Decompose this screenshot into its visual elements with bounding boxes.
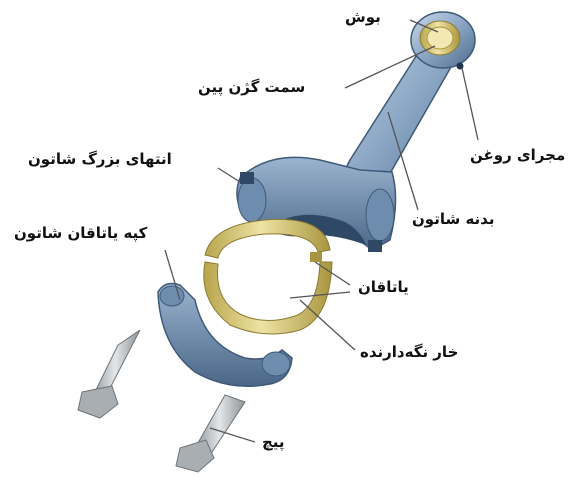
bearing-tang [310, 252, 322, 262]
label-bushing: بوش [345, 10, 381, 25]
bushing-hole [427, 27, 453, 49]
label-oil-passage: مجرای روغن [470, 148, 565, 163]
leader-big-end [218, 168, 240, 182]
big-end-boss-left [238, 178, 266, 222]
bearing-cap [158, 284, 292, 387]
label-bearing: یاتاقان [358, 280, 409, 295]
big-end-bolt-stub-right [368, 240, 382, 252]
label-big-end: انتهای بزرگ شاتون [28, 152, 172, 167]
cap-boss-right [262, 352, 290, 376]
leader-oil-passage [462, 68, 478, 140]
bolt-upper [78, 330, 140, 418]
label-locating-tang: خار نگه‌دارنده [360, 345, 458, 360]
label-bearing-cap: کپه یاتاقان شاتون [14, 226, 147, 241]
label-bolt: پیچ [262, 435, 285, 450]
label-rod-body: بدنه شاتون [412, 212, 494, 227]
cap-boss-left [160, 286, 184, 306]
big-end-boss-right [366, 189, 394, 241]
bearing-shells [204, 219, 332, 334]
bolt-lower [176, 395, 245, 472]
bearing-lower-half [204, 262, 332, 334]
big-end-bolt-stub-left [240, 172, 254, 184]
label-pin-direction: سمت گژن پین [198, 80, 305, 95]
